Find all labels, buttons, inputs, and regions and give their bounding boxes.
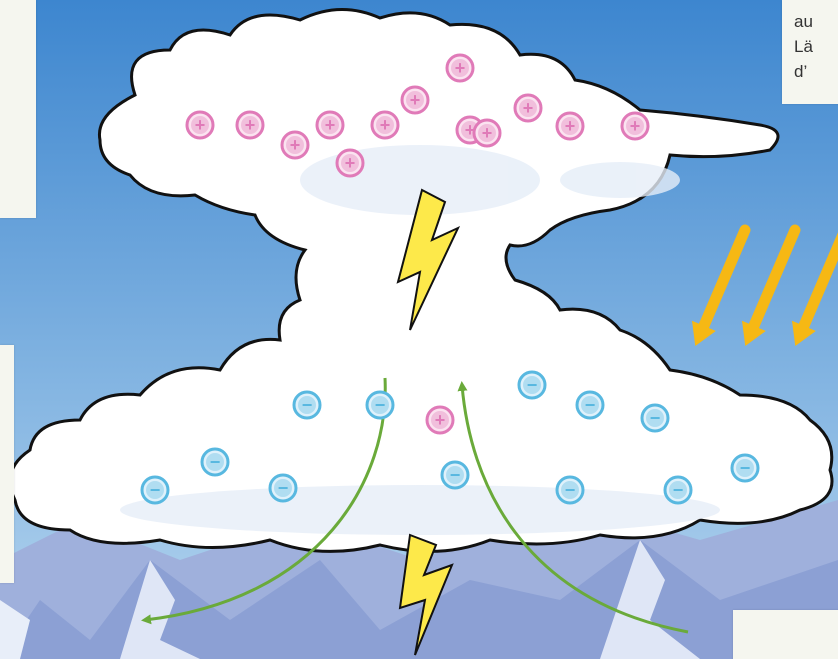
text-panel-right-top: au Lä d’ xyxy=(782,0,838,104)
positive-charge-symbol: + xyxy=(565,116,576,136)
positive-charge-icon: + xyxy=(337,150,363,176)
negative-charge-icon: − xyxy=(577,392,603,418)
negative-charge-icon: − xyxy=(732,455,758,481)
negative-charge-symbol: − xyxy=(740,458,751,478)
positive-charge-icon: + xyxy=(317,112,343,138)
text-line: d’ xyxy=(794,60,807,83)
positive-charge-symbol: + xyxy=(410,90,421,110)
positive-charge-icon: + xyxy=(515,95,541,121)
negative-charge-symbol: − xyxy=(650,408,661,428)
negative-charge-icon: − xyxy=(202,449,228,475)
negative-charge-icon: − xyxy=(294,392,320,418)
negative-charge-icon: − xyxy=(642,405,668,431)
positive-charge-symbol: + xyxy=(435,410,446,430)
positive-charge-symbol: + xyxy=(380,115,391,135)
positive-charge-icon: + xyxy=(187,112,213,138)
positive-charge-icon: + xyxy=(557,113,583,139)
negative-charge-icon: − xyxy=(367,392,393,418)
text-panel-left-top xyxy=(0,0,36,218)
negative-charge-symbol: − xyxy=(210,452,221,472)
positive-charge-icon: + xyxy=(282,132,308,158)
positive-charge-icon: + xyxy=(427,407,453,433)
positive-charge-symbol: + xyxy=(195,115,206,135)
negative-charge-icon: − xyxy=(557,477,583,503)
positive-charge-icon: + xyxy=(372,112,398,138)
negative-charge-symbol: − xyxy=(302,395,313,415)
negative-charge-icon: − xyxy=(270,475,296,501)
positive-charge-symbol: + xyxy=(245,115,256,135)
text-line: au xyxy=(794,10,813,33)
positive-charge-icon: + xyxy=(237,112,263,138)
positive-charge-icon: + xyxy=(402,87,428,113)
text-panel-bottom-right xyxy=(733,610,838,659)
negative-charge-symbol: − xyxy=(450,465,461,485)
negative-charge-symbol: − xyxy=(375,395,386,415)
negative-charge-icon: − xyxy=(519,372,545,398)
positive-charge-symbol: + xyxy=(523,98,534,118)
positive-charge-symbol: + xyxy=(325,115,336,135)
positive-charge-symbol: + xyxy=(482,123,493,143)
positive-charge-symbol: + xyxy=(455,58,466,78)
positive-charge-icon: + xyxy=(622,113,648,139)
positive-charge-symbol: + xyxy=(290,135,301,155)
text-line: Lä xyxy=(794,35,813,58)
negative-charge-symbol: − xyxy=(278,478,289,498)
negative-charge-symbol: − xyxy=(527,375,538,395)
negative-charge-icon: − xyxy=(665,477,691,503)
negative-charge-icon: − xyxy=(442,462,468,488)
positive-charge-icon: + xyxy=(474,120,500,146)
positive-charge-symbol: + xyxy=(345,153,356,173)
negative-charge-icon: − xyxy=(142,477,168,503)
positive-charge-icon: + xyxy=(447,55,473,81)
negative-charge-symbol: − xyxy=(585,395,596,415)
positive-charge-symbol: + xyxy=(630,116,641,136)
negative-charge-symbol: − xyxy=(565,480,576,500)
negative-charge-symbol: − xyxy=(150,480,161,500)
negative-charge-symbol: − xyxy=(673,480,684,500)
text-panel-left-middle xyxy=(0,345,14,583)
